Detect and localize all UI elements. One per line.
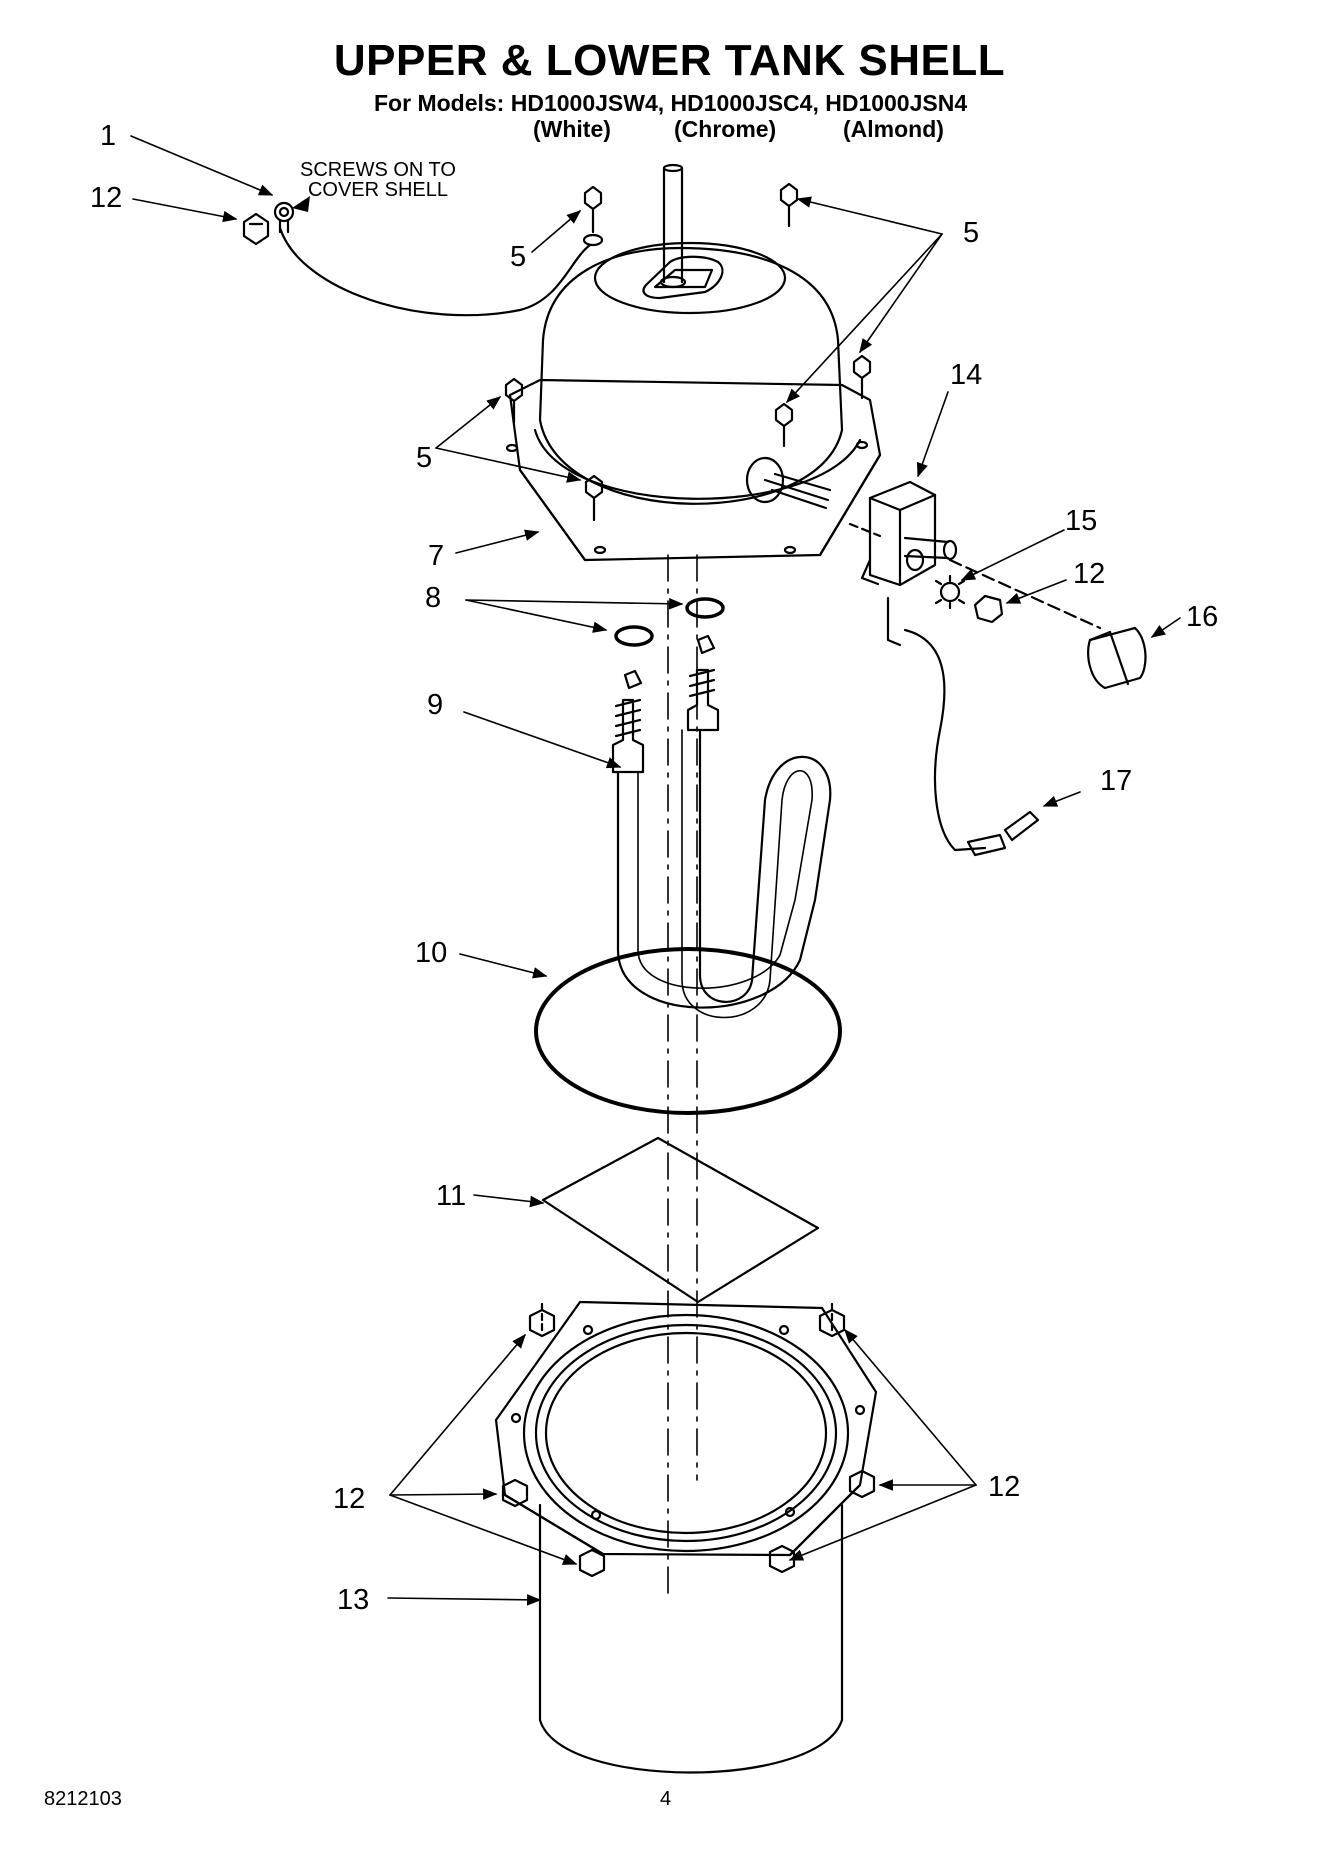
callout-12-left: 12 [333, 1483, 365, 1515]
gasket [534, 947, 842, 1115]
callout-10: 10 [415, 937, 447, 969]
callout-16: 16 [1186, 601, 1218, 633]
upper-tank-shell [508, 241, 882, 562]
callout-labels: 1 12 5 5 5 14 15 12 16 7 8 9 17 10 11 12… [90, 120, 1218, 1616]
callout-9: 9 [427, 689, 443, 721]
page-title: UPPER & LOWER TANK SHELL [333, 36, 1006, 85]
screws-note: SCREWS ON TO COVER SHELL [300, 160, 456, 200]
callout-12-right: 12 [988, 1471, 1020, 1503]
o-rings [614, 597, 725, 647]
callout-5-c: 5 [416, 442, 432, 474]
callout-5-b: 5 [963, 217, 979, 249]
color-chrome: (Chrome) [674, 116, 777, 142]
callout-17: 17 [1100, 765, 1132, 797]
control-knob [1087, 626, 1147, 690]
callout-14: 14 [950, 359, 982, 391]
page-number: 4 [660, 1788, 672, 1810]
document-number: 8212103 [44, 1788, 122, 1810]
screws-note-line2: COVER SHELL [307, 179, 448, 201]
callout-12-top: 12 [90, 182, 122, 214]
models-line: For Models: HD1000JSW4, HD1000JSC4, HD10… [374, 90, 968, 116]
heating-element [611, 634, 832, 1019]
lower-tank-shell [494, 1300, 878, 1774]
callout-8: 8 [425, 582, 441, 614]
callout-11: 11 [436, 1180, 466, 1212]
hex-nut-top [242, 212, 270, 246]
callout-13: 13 [337, 1584, 369, 1616]
callout-5-a: 5 [510, 241, 526, 273]
color-almond: (Almond) [843, 116, 944, 142]
insulation-sheet [541, 1136, 820, 1304]
callout-12-knob: 12 [1073, 558, 1105, 590]
lock-washer [934, 574, 966, 610]
ground-wire-assembly [273, 201, 592, 317]
color-white: (White) [533, 116, 611, 142]
callout-7: 7 [428, 540, 444, 572]
hex-nuts-lower [501, 1300, 876, 1578]
callout-15: 15 [1065, 505, 1097, 537]
thermostat-wire [886, 596, 1040, 857]
hex-nut-knob [973, 594, 1004, 624]
thermostat [763, 472, 1102, 630]
leader-lines [130, 135, 1181, 1606]
center-axis [667, 554, 698, 1601]
callout-1: 1 [100, 120, 116, 152]
note-arrow [292, 196, 310, 212]
screws-note-line1: SCREWS ON TO [300, 159, 456, 181]
screws-upper [504, 182, 872, 555]
center-tube [659, 163, 687, 289]
